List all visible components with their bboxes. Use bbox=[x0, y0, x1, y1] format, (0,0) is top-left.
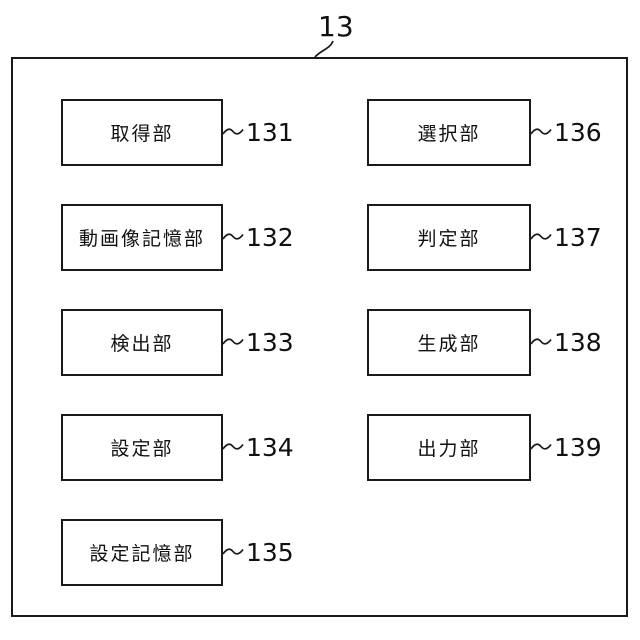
block-label: 検出部 bbox=[110, 333, 174, 355]
block-label: 選択部 bbox=[417, 123, 481, 145]
block-label: 取得部 bbox=[110, 123, 174, 145]
block-generation-unit: 生成部 bbox=[367, 309, 531, 376]
ref-number-text: 139 bbox=[554, 432, 602, 462]
ref-134: 134 bbox=[222, 429, 294, 465]
ref-137: 137 bbox=[530, 219, 602, 255]
tilde-leader-icon bbox=[222, 128, 244, 135]
block-label: 設定部 bbox=[110, 438, 174, 460]
tilde-leader-icon bbox=[530, 128, 552, 135]
block-label: 出力部 bbox=[417, 438, 481, 460]
ref-number-text: 131 bbox=[246, 117, 294, 147]
block-video-storage-unit: 動画像記憶部 bbox=[61, 204, 223, 271]
block-label: 設定記憶部 bbox=[89, 543, 195, 565]
ref-136: 136 bbox=[530, 114, 602, 150]
block-setting-storage-unit: 設定記憶部 bbox=[61, 519, 223, 586]
ref-132: 132 bbox=[222, 219, 294, 255]
block-determination-unit: 判定部 bbox=[367, 204, 531, 271]
ref-number-text: 137 bbox=[554, 222, 602, 252]
ref-number-text: 136 bbox=[554, 117, 602, 147]
tilde-leader-icon bbox=[222, 443, 244, 450]
tilde-leader-icon bbox=[530, 233, 552, 240]
ref-135: 135 bbox=[222, 534, 294, 570]
block-label: 判定部 bbox=[417, 228, 481, 250]
leader-curve-icon bbox=[314, 40, 334, 58]
block-setting-unit: 設定部 bbox=[61, 414, 223, 481]
ref-139: 139 bbox=[530, 429, 602, 465]
block-acquisition-unit: 取得部 bbox=[61, 99, 223, 166]
tilde-leader-icon bbox=[530, 443, 552, 450]
ref-number-text: 133 bbox=[246, 327, 294, 357]
block-label: 動画像記憶部 bbox=[78, 228, 205, 250]
outer-device-box bbox=[11, 57, 628, 617]
block-output-unit: 出力部 bbox=[367, 414, 531, 481]
block-label: 生成部 bbox=[417, 333, 481, 355]
ref-number-text: 134 bbox=[246, 432, 294, 462]
tilde-leader-icon bbox=[222, 338, 244, 345]
tilde-leader-icon bbox=[222, 233, 244, 240]
ref-133: 133 bbox=[222, 324, 294, 360]
tilde-leader-icon bbox=[222, 548, 244, 555]
tilde-leader-icon bbox=[530, 338, 552, 345]
ref-138: 138 bbox=[530, 324, 602, 360]
ref-131: 131 bbox=[222, 114, 294, 150]
ref-number-text: 135 bbox=[246, 537, 294, 567]
figure-ref-number-text: 13 bbox=[318, 10, 354, 43]
ref-number-text: 132 bbox=[246, 222, 294, 252]
ref-number-text: 138 bbox=[554, 327, 602, 357]
figure-ref-number: 13 bbox=[318, 10, 354, 43]
block-detection-unit: 検出部 bbox=[61, 309, 223, 376]
block-selection-unit: 選択部 bbox=[367, 99, 531, 166]
